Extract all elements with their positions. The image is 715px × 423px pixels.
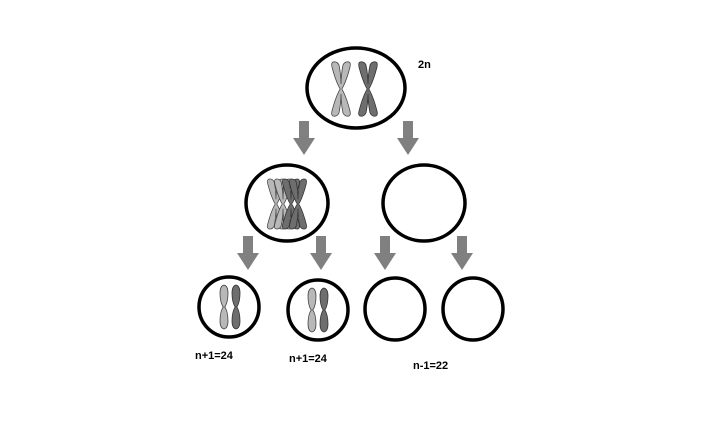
arrow-icon [374, 236, 396, 270]
daughter-cell-right [381, 163, 467, 243]
gamete-3 [363, 276, 427, 342]
arrow-icon [293, 121, 315, 155]
gamete-label-left-b: n+1=24 [289, 353, 328, 365]
gamete-4 [441, 276, 505, 342]
daughter-cell-left [244, 163, 330, 243]
parent-cell [305, 46, 407, 130]
arrow-icon [310, 236, 332, 270]
arrow-icon [451, 236, 473, 270]
gamete-label-left-a: n+1=24 [195, 350, 234, 362]
gamete-2 [286, 278, 350, 342]
gamete-1 [197, 275, 261, 339]
gamete-label-right: n-1=22 [413, 360, 448, 372]
parent-ploidy-label: 2n [418, 59, 431, 71]
arrow-icon [237, 236, 259, 270]
arrow-icon [397, 121, 419, 155]
